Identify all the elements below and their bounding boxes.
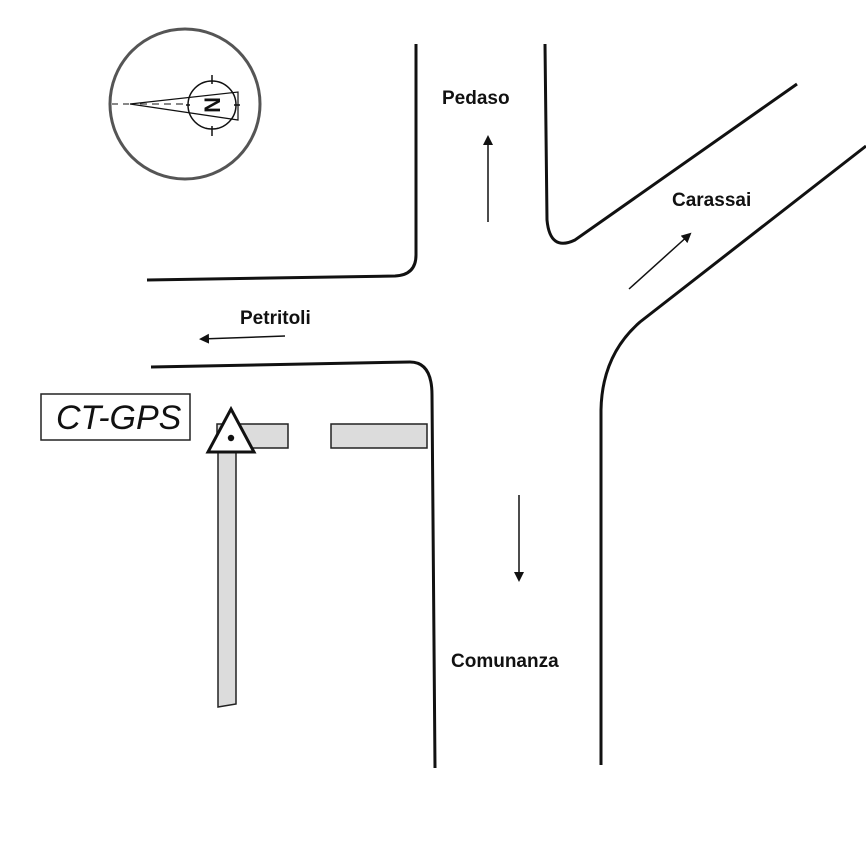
station-label: CT-GPS [56, 399, 182, 437]
road-edge-north-west [146, 44, 418, 282]
road-edge-south-west [150, 360, 437, 769]
road-edge-east [599, 144, 866, 765]
label-carassai: Carassai [672, 190, 751, 211]
track-bar-vertical [217, 439, 237, 708]
arrow-northeast-icon [628, 232, 692, 290]
road-edge-north-east [543, 43, 798, 245]
label-comunanza: Comunanza [451, 651, 559, 672]
station-marker-icon [205, 405, 257, 454]
compass-north-label: N [200, 97, 225, 113]
label-pedaso: Pedaso [442, 88, 510, 109]
arrow-west-icon [199, 333, 286, 344]
label-petritoli: Petritoli [240, 308, 311, 329]
track-bar-horizontal-2 [330, 423, 428, 449]
compass-icon: N [108, 27, 262, 181]
station-label-box [40, 393, 191, 441]
